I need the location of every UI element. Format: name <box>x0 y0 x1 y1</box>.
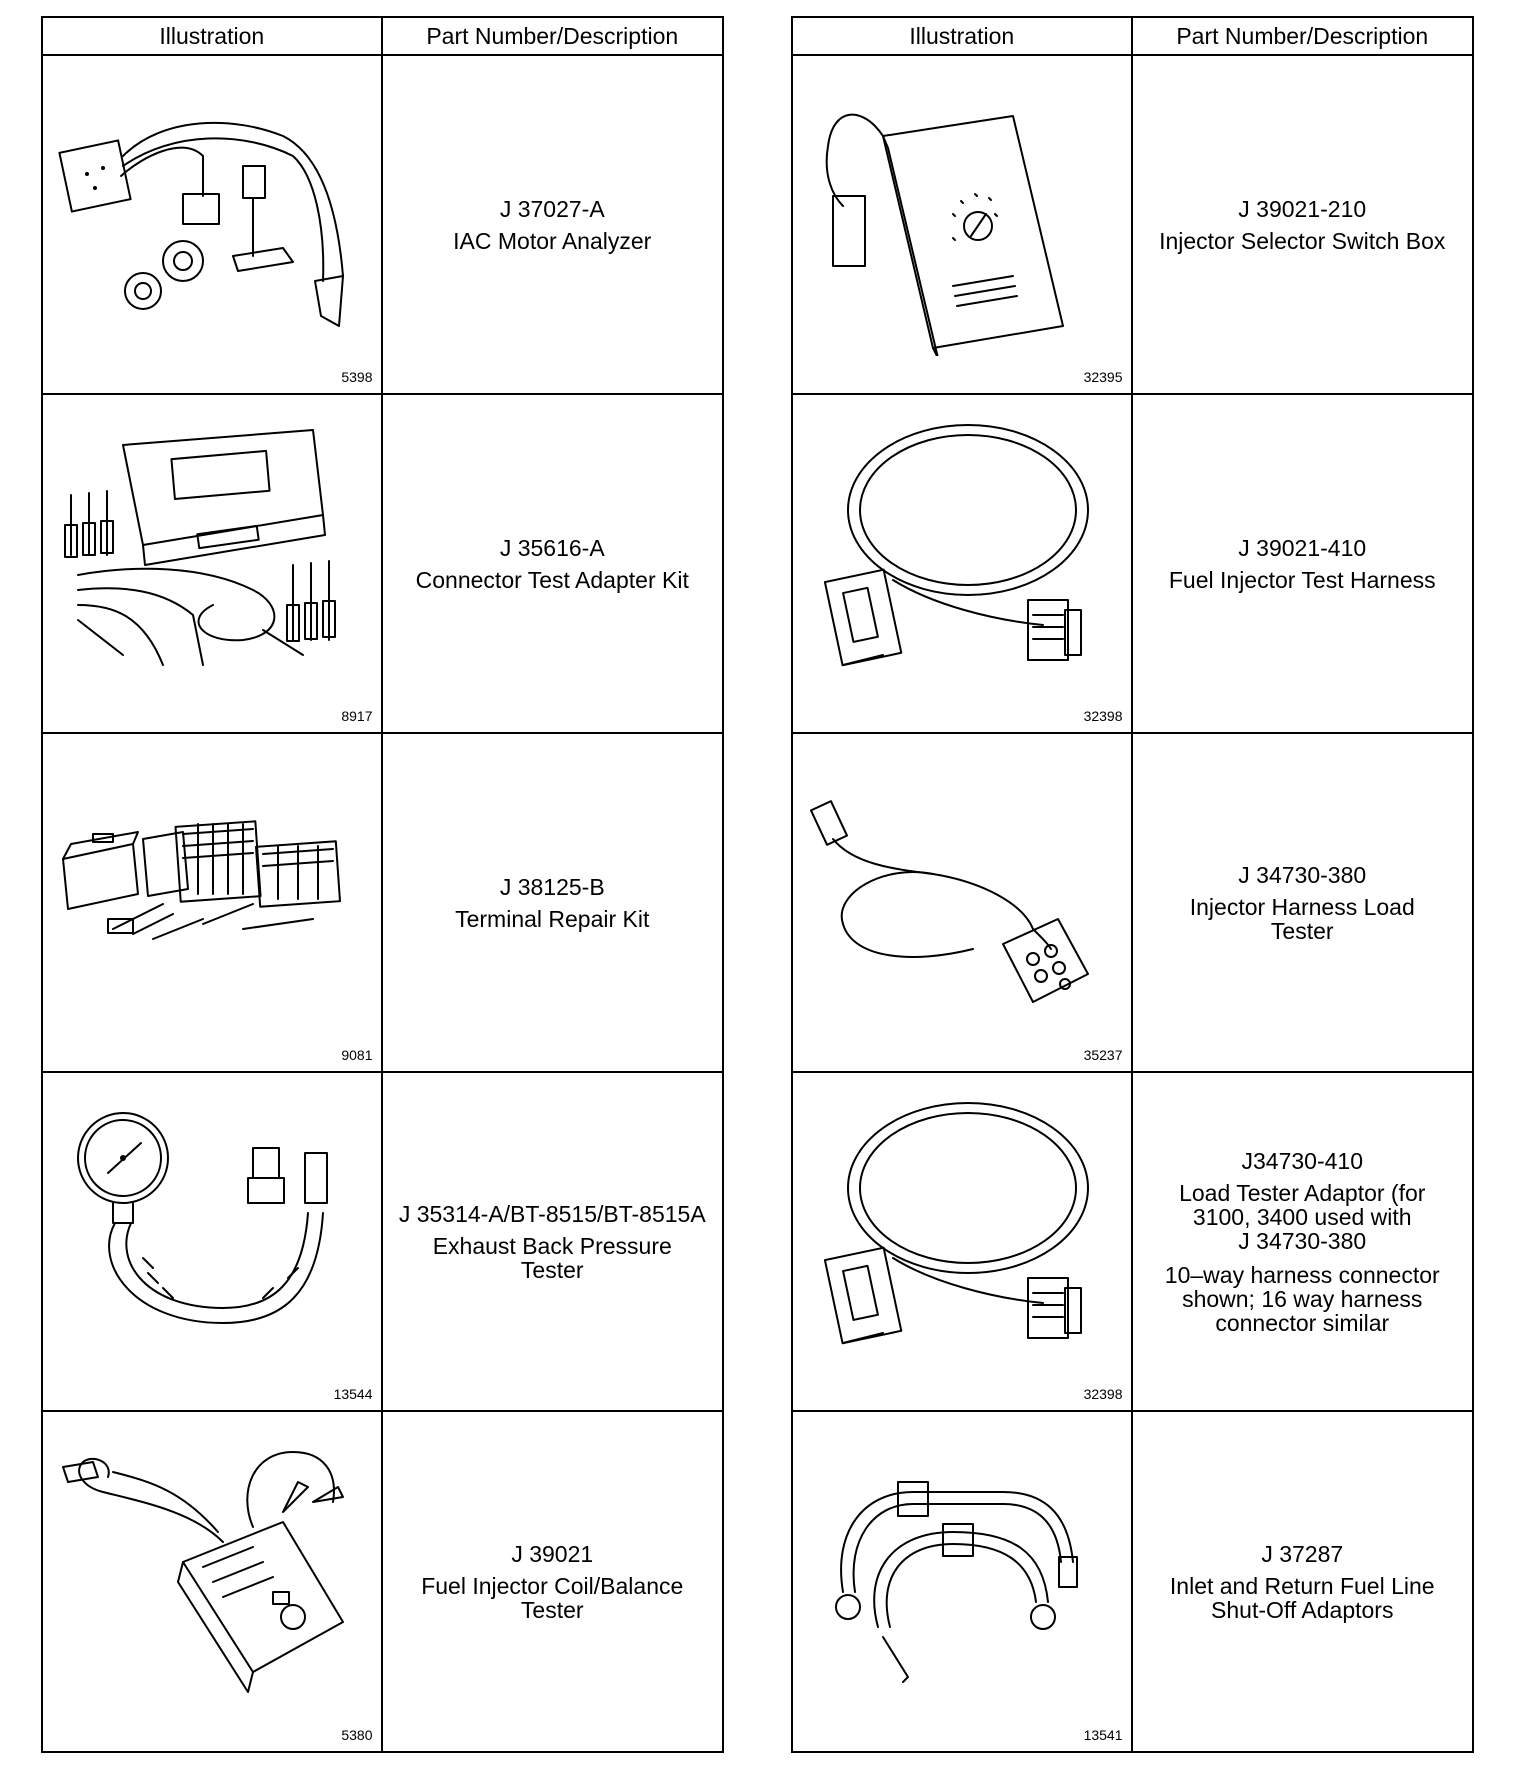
harness-load-tester-icon <box>793 734 1131 1071</box>
part-description: Connector Test Adapter Kit <box>415 566 689 593</box>
connector-test-adapter-kit-icon <box>43 395 381 732</box>
figure-number: 5398 <box>341 369 373 385</box>
part-description-cell: J 38125-B Terminal Repair Kit <box>382 734 722 1073</box>
part-number: J 35314-A/BT-8515/BT-8515A <box>398 1200 706 1227</box>
tool-table-left: Illustration Part Number/Description 539… <box>41 16 724 1753</box>
part-description-cell: J 39021-210 Injector Selector Switch Box <box>1132 56 1472 395</box>
part-number: J34730-410 <box>1241 1147 1364 1174</box>
part-description: Inlet and Return Fuel Line <box>1169 1572 1435 1599</box>
part-description-cell: J 37027-A IAC Motor Analyzer <box>382 56 722 395</box>
figure-number: 9081 <box>341 1047 373 1063</box>
tool-table-right: Illustration Part Number/Description 323… <box>791 16 1474 1753</box>
selector-switch-box-icon <box>793 56 1131 393</box>
part-description-cell: J 35314-A/BT-8515/BT-8515A Exhaust Back … <box>382 1073 722 1412</box>
part-description: Tester <box>1270 917 1334 944</box>
figure-number: 8917 <box>341 708 373 724</box>
illustration-cell: 32398 <box>793 395 1133 734</box>
illustration-cell: 13541 <box>793 1412 1133 1751</box>
part-note: 10–way harness connector <box>1164 1261 1440 1288</box>
header-part-number: Part Number/Description <box>382 18 722 56</box>
figure-number: 5380 <box>341 1727 373 1743</box>
part-number: J 37027-A <box>499 195 605 222</box>
illustration-cell: 5398 <box>43 56 383 395</box>
illustration-cell: 5380 <box>43 1412 383 1751</box>
part-number: J 38125-B <box>499 873 605 900</box>
part-description: J 34730-380 <box>1238 1227 1367 1254</box>
test-harness-icon <box>793 395 1131 732</box>
figure-number: 35237 <box>1083 1047 1123 1063</box>
part-number: J 35616-A <box>499 534 605 561</box>
illustration-cell: 32395 <box>793 56 1133 395</box>
fuel-line-adaptors-icon <box>793 1412 1131 1751</box>
part-description-cell: J 37287 Inlet and Return Fuel Line Shut-… <box>1133 1412 1473 1751</box>
illustration-cell: 8917 <box>43 395 383 734</box>
illustration-cell: 13544 <box>43 1073 383 1412</box>
illustration-cell: 32398 <box>793 1073 1133 1412</box>
part-number: J 39021 <box>511 1540 594 1567</box>
illustration-cell: 9081 <box>43 734 383 1073</box>
part-description: Shut-Off Adaptors <box>1211 1596 1394 1623</box>
part-description: 3100, 3400 used with <box>1192 1203 1412 1230</box>
part-description: Fuel Injector Test Harness <box>1168 566 1436 593</box>
part-number: J 34730-380 <box>1238 861 1367 888</box>
figure-number: 13541 <box>1083 1727 1123 1743</box>
part-description-cell: J 39021-410 Fuel Injector Test Harness <box>1132 395 1472 734</box>
part-description: Tester <box>520 1256 584 1283</box>
part-description: Tester <box>520 1596 584 1623</box>
part-number: J 39021-410 <box>1238 534 1367 561</box>
part-number: J 39021-210 <box>1238 195 1367 222</box>
part-number: J 37287 <box>1261 1540 1344 1567</box>
part-description-cell: J 39021 Fuel Injector Coil/Balance Teste… <box>383 1412 723 1751</box>
header-illustration: Illustration <box>43 18 383 56</box>
part-description: Injector Harness Load <box>1189 893 1415 920</box>
figure-number: 13544 <box>333 1386 373 1402</box>
terminal-repair-kit-icon <box>43 734 381 1071</box>
header-part-number: Part Number/Description <box>1132 18 1472 56</box>
part-note: connector similar <box>1215 1309 1390 1336</box>
illustration-cell: 35237 <box>793 734 1133 1073</box>
coil-balance-tester-icon <box>43 1412 381 1751</box>
figure-number: 32395 <box>1083 369 1123 385</box>
part-description: IAC Motor Analyzer <box>453 227 652 254</box>
part-description: Load Tester Adaptor (for <box>1179 1179 1426 1206</box>
part-description: Fuel Injector Coil/Balance <box>421 1572 684 1599</box>
part-description: Terminal Repair Kit <box>455 905 650 932</box>
part-description-cell: J 35616-A Connector Test Adapter Kit <box>382 395 722 734</box>
figure-number: 32398 <box>1083 1386 1123 1402</box>
part-description: Exhaust Back Pressure <box>432 1232 672 1259</box>
part-description-cell: J 34730-380 Injector Harness Load Tester <box>1132 734 1472 1073</box>
pressure-gauge-icon <box>43 1073 381 1410</box>
part-description: Injector Selector Switch Box <box>1159 227 1446 254</box>
part-description-cell: J34730-410 Load Tester Adaptor (for 3100… <box>1132 1073 1472 1412</box>
part-note: shown; 16 way harness <box>1182 1285 1423 1312</box>
iac-motor-analyzer-icon <box>43 56 381 393</box>
header-illustration: Illustration <box>793 18 1133 56</box>
load-tester-adaptor-icon <box>793 1073 1131 1410</box>
figure-number: 32398 <box>1083 708 1123 724</box>
